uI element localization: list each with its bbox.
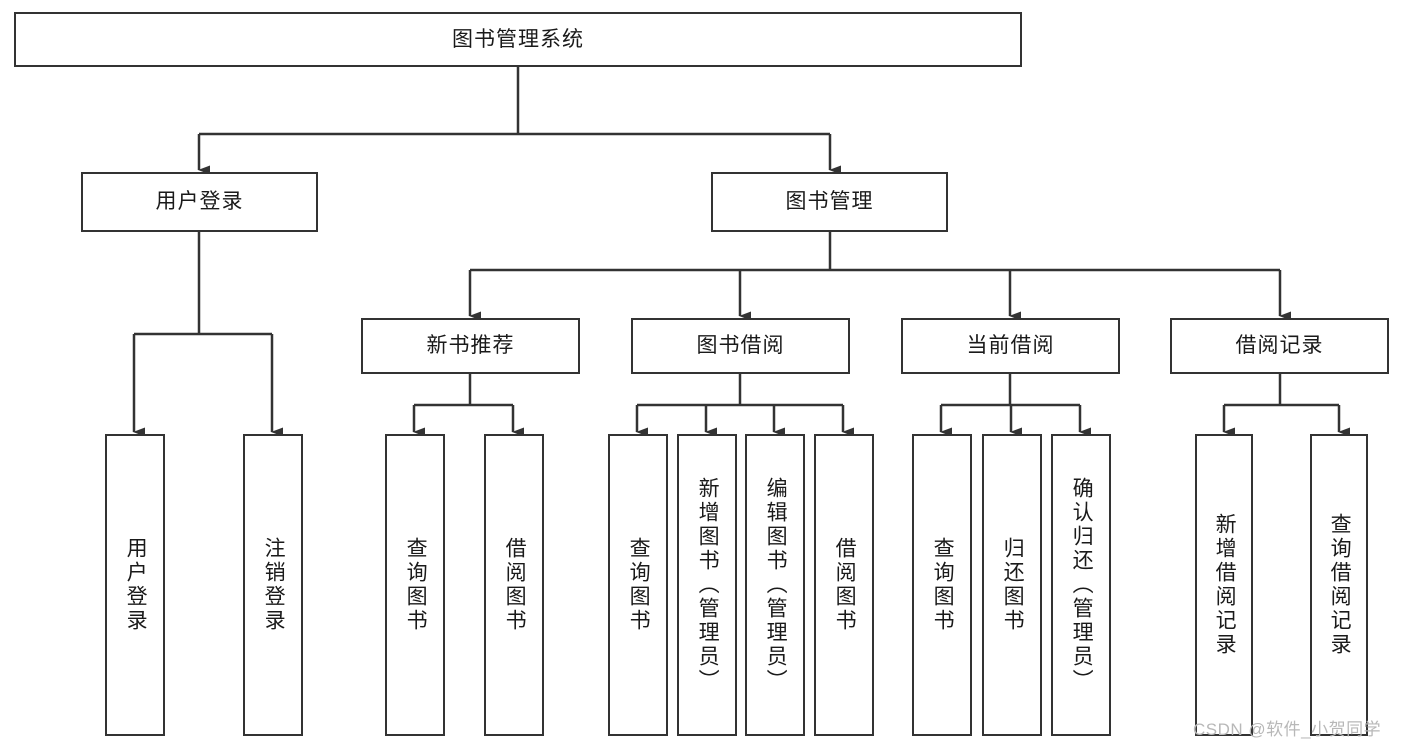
leaf-borrow-query-book[interactable]: 查询图书 [608, 434, 668, 736]
node-user-login[interactable]: 用户登录 [81, 172, 318, 232]
leaf-user-login-signin[interactable]: 用户登录 [105, 434, 165, 736]
leaf-user-login-signout[interactable]: 注销登录 [243, 434, 303, 736]
node-new-book-recommend[interactable]: 新书推荐 [361, 318, 580, 374]
csdn-watermark: CSDN @软件_小贺同学 [1193, 720, 1382, 739]
leaf-borrow-add-book-admin[interactable]: 新增图书（管理员） [677, 434, 737, 736]
node-book-management[interactable]: 图书管理 [711, 172, 948, 232]
leaf-current-query-book[interactable]: 查询图书 [912, 434, 972, 736]
leaf-record-add-record[interactable]: 新增借阅记录 [1195, 434, 1253, 736]
leaf-borrow-edit-book-admin[interactable]: 编辑图书（管理员） [745, 434, 805, 736]
node-root-system[interactable]: 图书管理系统 [14, 12, 1022, 67]
node-current-borrow[interactable]: 当前借阅 [901, 318, 1120, 374]
leaf-borrow-borrow-book[interactable]: 借阅图书 [814, 434, 874, 736]
leaf-record-query-record[interactable]: 查询借阅记录 [1310, 434, 1368, 736]
node-borrow-record[interactable]: 借阅记录 [1170, 318, 1389, 374]
node-book-borrow[interactable]: 图书借阅 [631, 318, 850, 374]
leaf-current-return-book[interactable]: 归还图书 [982, 434, 1042, 736]
leaf-current-confirm-return-admin[interactable]: 确认归还（管理员） [1051, 434, 1111, 736]
leaf-recommend-borrow-book[interactable]: 借阅图书 [484, 434, 544, 736]
leaf-recommend-query-book[interactable]: 查询图书 [385, 434, 445, 736]
